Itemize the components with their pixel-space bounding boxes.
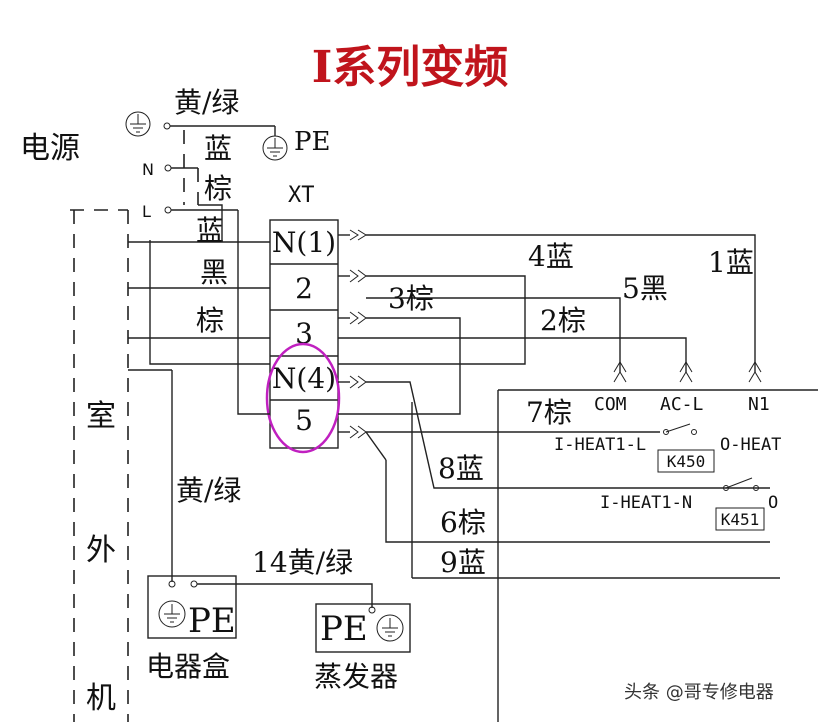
terminal-n1: N(1) [272, 226, 336, 259]
box-pe: PE [188, 601, 236, 641]
wire-4-blue: 4蓝 [528, 240, 574, 273]
wire-14-yellow-green: 14黄/绿 [252, 546, 353, 579]
wire-9-blue: 9蓝 [440, 546, 486, 579]
terminal-n4: N(4) [272, 362, 336, 395]
terminal-block-label: XT [288, 183, 315, 208]
evaporator-box [315, 603, 411, 653]
pe-ground-icon [262, 135, 288, 161]
terminal-5: 5 [295, 404, 313, 437]
board-com: COM [594, 394, 627, 415]
wire-8-blue: 8蓝 [438, 452, 484, 485]
relay-k450-icon [657, 423, 715, 473]
power-source-label: 电源 [20, 131, 80, 166]
label-n-blue: 蓝 [204, 132, 232, 165]
outdoor-wire-blue: 蓝 [196, 214, 224, 247]
diagram-title: I系列变频 [312, 42, 509, 93]
evaporator-label: 蒸发器 [314, 660, 398, 693]
wire-3-brown: 3棕 [388, 282, 434, 315]
board-ac-l: AC-L [660, 394, 704, 415]
box-ground-icon [158, 600, 186, 628]
wire-2-brown: 2棕 [540, 304, 586, 337]
label-n: N [142, 160, 154, 179]
box-label: 电器盒 [146, 650, 230, 683]
outdoor-unit-char-1: 室 [86, 399, 116, 434]
relay-k450-label: K450 [667, 452, 706, 471]
outdoor-unit-char-2: 外 [86, 533, 116, 568]
relay-k451-icon [715, 477, 765, 531]
label-l: L [142, 202, 151, 221]
evaporator-ground-icon [376, 614, 404, 642]
connector-arrows [349, 229, 367, 439]
terminal-3: 3 [295, 317, 313, 350]
electric-box [147, 575, 237, 639]
ground-symbol-icon [125, 111, 151, 137]
wire-5-black: 5黑 [622, 272, 668, 305]
wire-7-brown: 7棕 [526, 396, 572, 429]
relay-k451-label: K451 [721, 510, 760, 529]
evaporator-pe: PE [320, 609, 368, 649]
wire-1-blue: 1蓝 [708, 246, 754, 279]
highlight-ellipse [265, 342, 341, 454]
outdoor-wire-brown: 棕 [196, 304, 224, 337]
wire-6-brown: 6棕 [440, 506, 486, 539]
outdoor-unit-char-3: 机 [86, 681, 116, 716]
label-pe-top: PE [294, 127, 330, 157]
board-heat1-l: I-HEAT1-L [554, 435, 646, 455]
label-l-brown: 棕 [204, 172, 232, 205]
board-n1: N1 [748, 394, 770, 415]
watermark: 头条 @哥专修电器 [624, 682, 774, 703]
board-heat1-n: I-HEAT1-N [600, 493, 692, 513]
control-board [497, 389, 818, 722]
board-o-heat: O-HEAT [720, 435, 781, 455]
terminal-2: 2 [295, 272, 313, 305]
outdoor-wire-black: 黑 [200, 256, 228, 289]
board-o: O [768, 493, 778, 513]
ground-wire-label: 黄/绿 [176, 474, 241, 507]
label-yellow-green: 黄/绿 [174, 86, 239, 119]
